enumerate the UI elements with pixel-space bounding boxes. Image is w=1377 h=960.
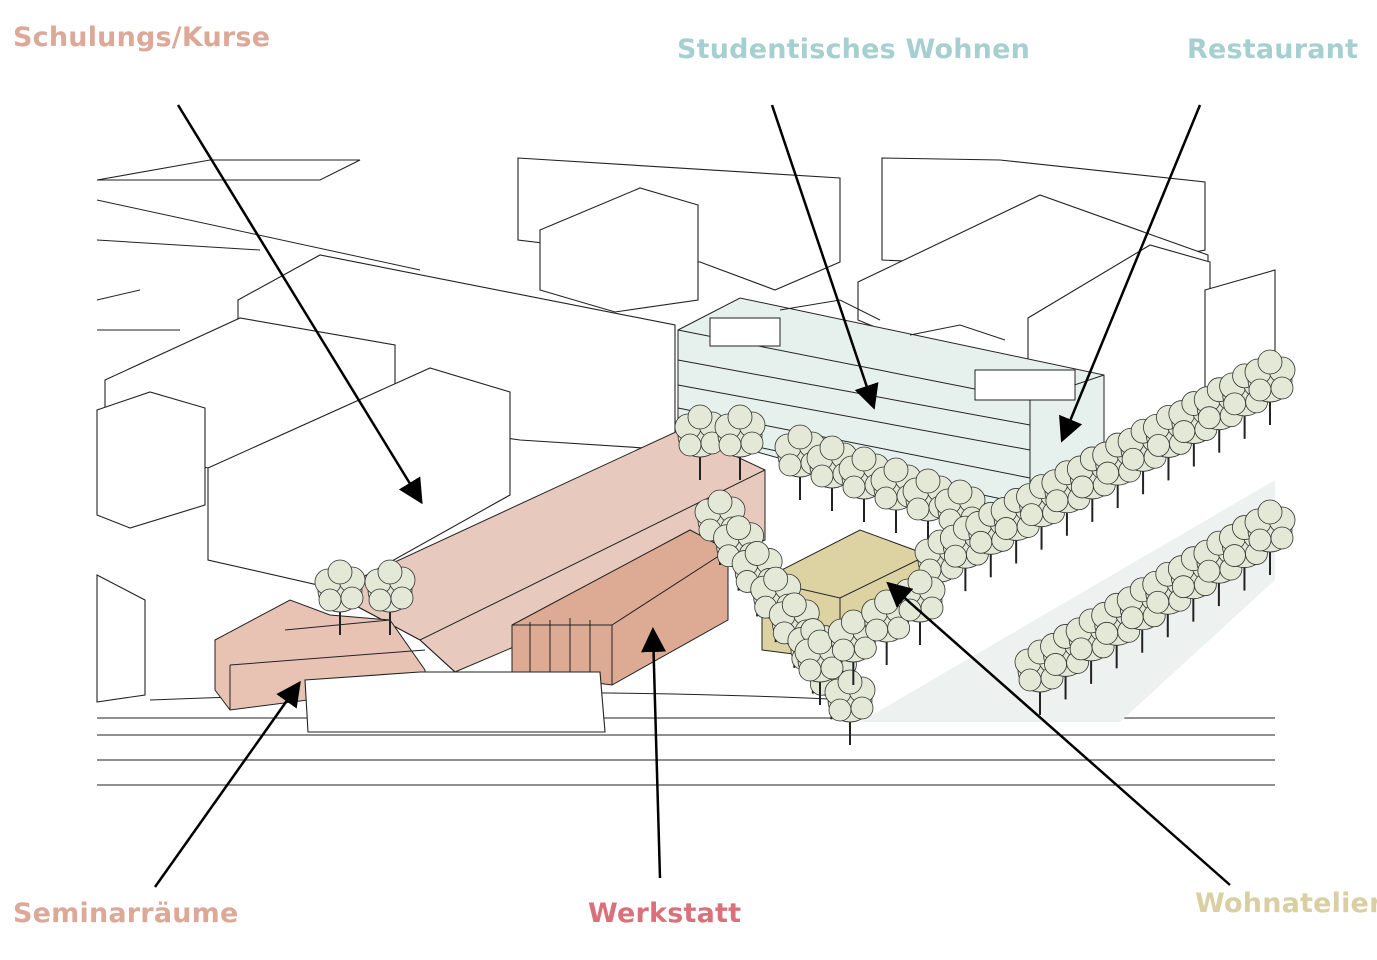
park-strip: [860, 480, 1275, 722]
tree: [794, 629, 846, 705]
label-studentisches-wohnen: Studentisches Wohnen: [677, 34, 1031, 65]
arrow-schulungen: [176, 104, 423, 505]
tree: [1244, 349, 1296, 425]
label-restaurant: Restaurant: [1187, 34, 1359, 65]
arrow-wohnatelier: [886, 581, 1231, 886]
trees: [314, 349, 1296, 745]
arrows: [153, 104, 1231, 888]
tree: [674, 404, 726, 480]
tree: [902, 468, 954, 544]
tree: [824, 669, 876, 745]
label-wohnatelier: Wohnatelier: [1195, 888, 1377, 919]
arrow-seminarraeume: [153, 680, 301, 888]
label-seminarraeume: Seminarräume: [13, 898, 239, 929]
arrow-restaurant: [1059, 104, 1202, 443]
tree: [1244, 499, 1296, 575]
arrow-werkstatt: [641, 627, 667, 879]
label-schulungen-kurse: Schulungs/Kurse: [13, 22, 271, 53]
tree: [364, 559, 416, 635]
tree: [827, 609, 879, 685]
building-werkstatt: [511, 529, 729, 686]
arrow-studentisches-wohnen: [770, 104, 879, 410]
building-annex: [304, 671, 606, 733]
tree: [714, 404, 766, 480]
label-werkstatt: Werkstatt: [588, 898, 742, 929]
tree: [314, 559, 366, 635]
